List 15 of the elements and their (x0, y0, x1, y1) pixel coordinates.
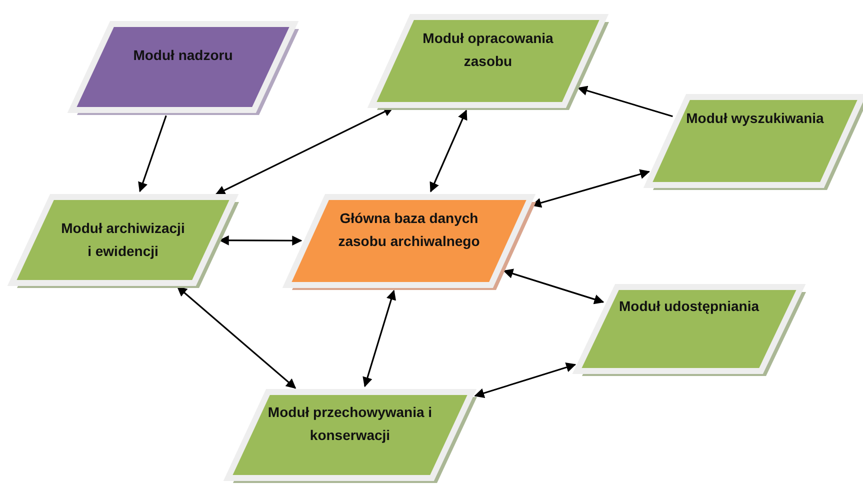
module-label: Moduł opracowania zasobu (422, 28, 554, 70)
arrow (430, 110, 468, 192)
module-label: Moduł archiwizacji i ewidencji (60, 219, 186, 261)
arrow (138, 115, 167, 192)
module-label: Moduł przechowywania i konserwacji (266, 402, 434, 445)
arrow (362, 290, 396, 388)
module-label: Główna baza danych zasobu archiwalnego (337, 208, 481, 251)
arrow (474, 362, 576, 398)
module-label: Moduł udostępniania (618, 296, 760, 316)
arrow (577, 86, 673, 118)
module-label: Moduł nadzoru (132, 46, 234, 65)
arrow (218, 235, 302, 246)
module-label: Moduł wyszukiwania (685, 108, 825, 128)
arrow (176, 286, 296, 389)
arrow (503, 268, 604, 304)
